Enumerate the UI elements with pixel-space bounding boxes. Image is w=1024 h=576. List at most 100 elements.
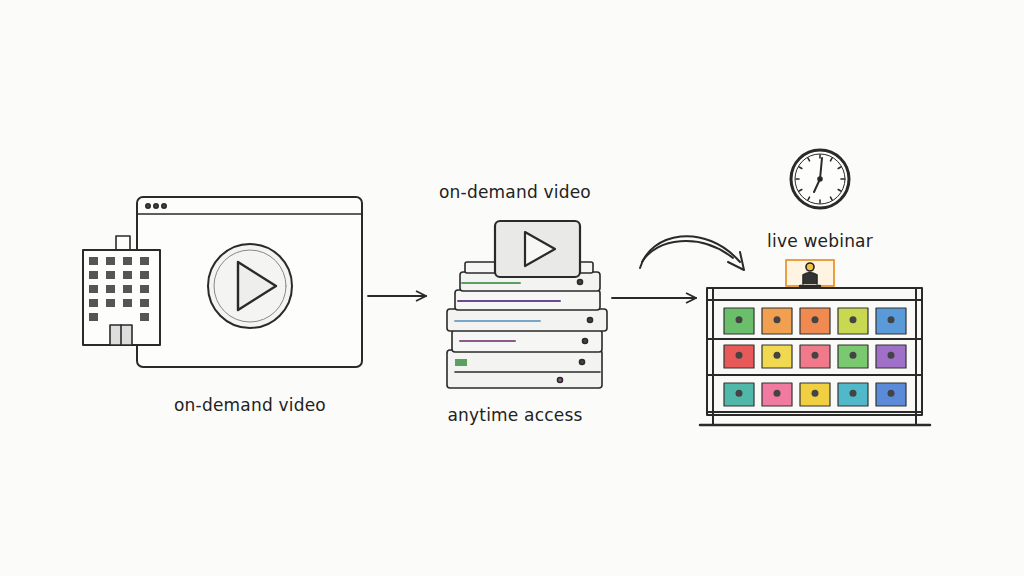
sketch-stroke — [707, 411, 922, 413]
node-label: live webinar — [767, 231, 873, 251]
video-thumbnail — [762, 383, 792, 406]
curved-arrow — [640, 236, 744, 270]
sketch-stroke — [238, 262, 276, 310]
thumbnail-figure — [888, 352, 895, 359]
thumbnail-figure — [812, 316, 819, 323]
building-icon — [83, 236, 160, 345]
building-window — [123, 257, 132, 265]
building-window — [89, 257, 98, 265]
sketch-stroke — [786, 260, 834, 286]
video-thumbnail — [724, 308, 754, 334]
building-window — [140, 299, 149, 307]
sketch-stroke — [728, 252, 744, 270]
sketch-stroke — [580, 360, 585, 365]
sketch-stroke — [525, 232, 555, 266]
server-stack-node: on-demand videoanytime access — [430, 178, 610, 430]
clock-tick — [819, 155, 821, 158]
sketch-stroke — [495, 221, 580, 277]
clock-tick — [808, 197, 810, 200]
building-window — [123, 271, 132, 279]
thumbnail-figure — [850, 316, 857, 323]
thumbnail-figure — [850, 352, 857, 359]
video-thumbnail — [762, 345, 792, 368]
sketch-stroke — [162, 204, 166, 208]
sketch-stroke — [455, 320, 540, 322]
thumbnail-figure — [774, 352, 781, 359]
video-thumbnail — [724, 383, 754, 406]
clock-icon — [791, 150, 849, 208]
sketch-stroke — [818, 177, 822, 181]
sketch-stroke — [640, 236, 740, 268]
sketch-stroke — [110, 325, 132, 345]
thumbnail-figure — [736, 316, 743, 323]
sketch-stroke — [806, 263, 814, 271]
thumbnail-figure — [774, 316, 781, 323]
presenter-screen — [786, 260, 834, 286]
sketch-stroke — [452, 330, 602, 352]
clock-tick — [838, 190, 841, 192]
sketch-stroke — [116, 236, 130, 250]
webinar-shelf — [700, 288, 930, 425]
sketch-stroke — [700, 424, 930, 427]
thumbnail-figure — [736, 352, 743, 359]
sketch-stroke — [724, 308, 906, 406]
sketch-stroke — [458, 300, 560, 302]
thumbnail-figure — [888, 390, 895, 397]
building-window — [106, 285, 115, 293]
video-thumbnail — [800, 345, 830, 368]
sketch-stroke — [460, 340, 515, 342]
node-label: on-demand video — [174, 395, 326, 415]
sketch-stroke — [89, 257, 149, 321]
building-window — [89, 271, 98, 279]
sketch-stroke — [707, 288, 922, 415]
sketch-stroke — [795, 154, 845, 204]
video-thumbnail — [838, 308, 868, 334]
building-window — [140, 285, 149, 293]
sketch-stroke — [707, 338, 922, 340]
webinar-shelf-node: live webinar — [700, 226, 925, 430]
sketch-stroke — [137, 213, 362, 215]
sketch-stroke — [796, 155, 844, 203]
building-window — [140, 271, 149, 279]
video-thumbnail — [838, 383, 868, 406]
thumbnail-figure — [888, 316, 895, 323]
sketch-stroke — [558, 378, 563, 383]
sketch-stroke — [642, 241, 733, 262]
building-window — [89, 313, 98, 321]
thumbnail-figure — [812, 390, 819, 397]
sketch-stroke — [137, 197, 362, 367]
clock-tick — [831, 197, 833, 200]
clock-tick — [799, 167, 802, 169]
clock-tick — [831, 158, 833, 161]
building-window — [140, 313, 149, 321]
building-window — [123, 285, 132, 293]
video-window — [137, 197, 362, 367]
sketch-stroke — [447, 309, 607, 331]
sketch-stroke — [208, 244, 292, 328]
sketch-stroke — [214, 250, 286, 322]
clock-tick — [841, 178, 844, 180]
sketch-stroke — [455, 290, 600, 310]
video-thumbnail — [800, 383, 830, 406]
video-thumbnail — [762, 308, 792, 334]
sketch-stroke — [120, 325, 122, 345]
video-thumbnail — [838, 345, 868, 368]
clock-tick — [796, 178, 799, 180]
sketch-stroke — [707, 299, 922, 301]
clock-tick — [838, 167, 841, 169]
flow-arrow — [612, 297, 696, 299]
sketch-stroke — [712, 288, 714, 425]
sketch-stroke — [791, 150, 849, 208]
thumbnail-figure — [812, 352, 819, 359]
building-window — [106, 271, 115, 279]
video-window-node: on-demand video — [80, 195, 366, 420]
sketch-stroke — [455, 371, 600, 373]
thumbnail-figure — [850, 390, 857, 397]
building-window — [123, 299, 132, 307]
sketch-stroke — [455, 359, 467, 366]
flow-arrow — [368, 295, 426, 297]
video-thumbnail — [800, 308, 830, 334]
